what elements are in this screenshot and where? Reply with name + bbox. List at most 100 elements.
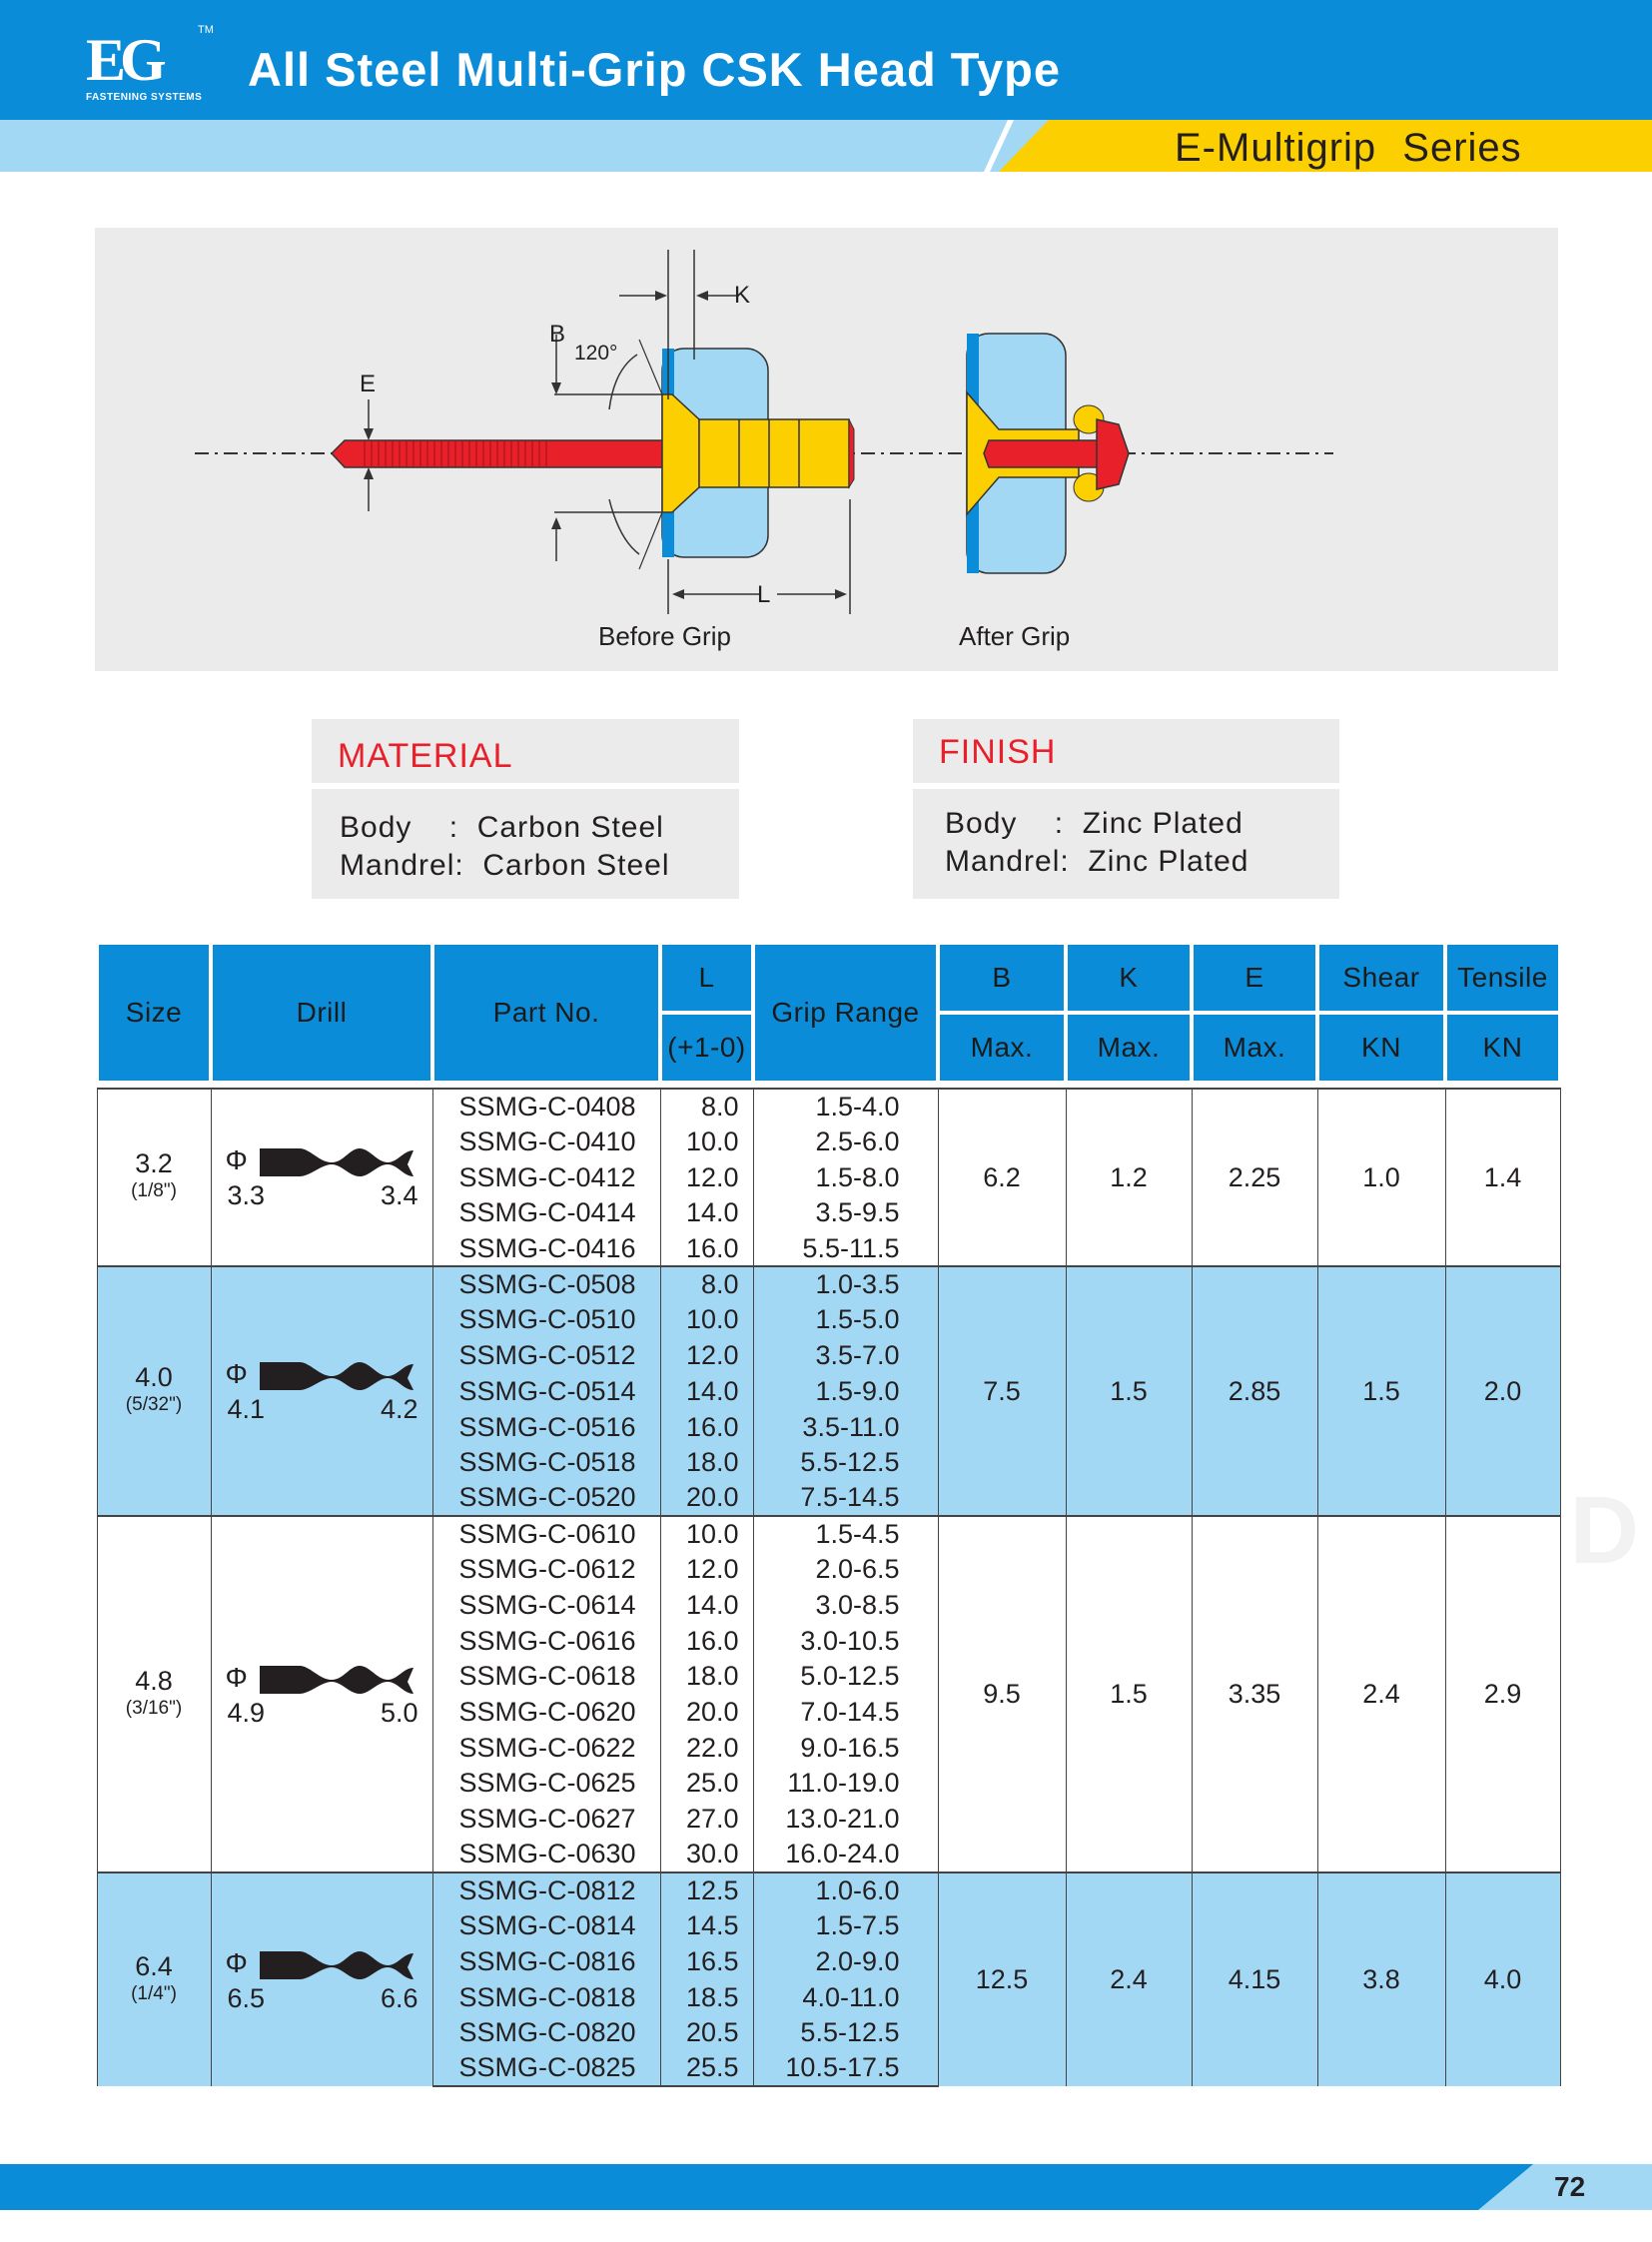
- before-grip-caption: Before Grip: [598, 621, 731, 651]
- length: 25.0: [659, 1766, 754, 1802]
- e-value: 3.35: [1191, 1515, 1318, 1873]
- grip-range: 2.0-9.0: [752, 1943, 939, 1980]
- b-value: 12.5: [937, 1871, 1067, 2087]
- grip-range: 7.5-14.5: [752, 1480, 939, 1517]
- size-cell: 4.0(5/32"): [96, 1265, 212, 1517]
- grip-range: 1.0-3.5: [752, 1265, 939, 1303]
- grip-range: 2.5-6.0: [752, 1123, 939, 1160]
- header-grip-range: Grip Range: [751, 941, 940, 1085]
- part-no: SSMG-C-0825: [431, 2050, 661, 2088]
- header-shear: Shear: [1315, 941, 1447, 1015]
- grip-range: 4.0-11.0: [752, 1979, 939, 2015]
- grip-range: 3.5-11.0: [752, 1409, 939, 1445]
- material-mandrel: Mandrel: Carbon Steel: [340, 849, 670, 882]
- length: 27.0: [659, 1801, 754, 1838]
- label-b: B: [549, 321, 565, 348]
- e-value: 2.25: [1191, 1087, 1318, 1267]
- part-no: SSMG-C-0618: [431, 1659, 661, 1695]
- k-value: 1.5: [1065, 1515, 1193, 1873]
- logo-subtitle: FASTENING SYSTEMS: [86, 92, 203, 103]
- grip-range: 3.5-7.0: [752, 1337, 939, 1374]
- size-inch: (3/16"): [125, 1697, 183, 1719]
- grip-range: 3.0-8.5: [752, 1587, 939, 1624]
- label-l: L: [757, 581, 770, 608]
- part-no: SSMG-C-0816: [431, 1943, 661, 1980]
- part-no: SSMG-C-0820: [431, 2014, 661, 2051]
- drill-min: 4.9: [227, 1697, 266, 1728]
- header-tensile: Tensile: [1443, 941, 1562, 1015]
- part-no: SSMG-C-0508: [431, 1265, 661, 1303]
- k-value: 2.4: [1065, 1871, 1193, 2087]
- part-no: SSMG-C-0625: [431, 1766, 661, 1802]
- spec-table: Size Drill Part No. L Grip Range B K E S…: [95, 941, 1562, 2088]
- length: 18.5: [659, 1979, 754, 2015]
- part-no: SSMG-C-0620: [431, 1694, 661, 1731]
- length: 20.0: [659, 1480, 754, 1517]
- length: 22.0: [659, 1730, 754, 1767]
- part-no: SSMG-C-0416: [431, 1230, 661, 1267]
- k-value: 1.5: [1065, 1265, 1193, 1517]
- length: 10.0: [659, 1302, 754, 1338]
- grip-range: 2.0-6.5: [752, 1551, 939, 1588]
- grip-range: 11.0-19.0: [752, 1766, 939, 1802]
- drill-min: 4.1: [227, 1394, 266, 1425]
- part-no: SSMG-C-0410: [431, 1123, 661, 1160]
- grip-range: 10.5-17.5: [752, 2050, 939, 2088]
- length: 10.0: [659, 1515, 754, 1552]
- header-l-tolerance: (+1-0): [658, 1011, 755, 1085]
- series-banner: [999, 120, 1652, 172]
- k-value: 1.2: [1065, 1087, 1193, 1267]
- phi-symbol: Φ: [225, 1661, 248, 1693]
- part-no: SSMG-C-0622: [431, 1730, 661, 1767]
- part-no: SSMG-C-0627: [431, 1801, 661, 1838]
- b-value: 6.2: [937, 1087, 1067, 1267]
- size-mm: 4.8: [135, 1665, 173, 1696]
- header-e: E: [1190, 941, 1319, 1015]
- drill-max: 4.2: [380, 1394, 418, 1425]
- size-cell: 4.8(3/16"): [96, 1515, 212, 1873]
- size-mm: 4.0: [135, 1362, 173, 1393]
- grip-range: 1.5-7.5: [752, 1907, 939, 1944]
- tensile-value: 1.4: [1444, 1087, 1561, 1267]
- drill-bit-icon: [259, 1665, 413, 1694]
- part-no: SSMG-C-0510: [431, 1302, 661, 1338]
- phi-symbol: Φ: [225, 1946, 248, 1978]
- material-body: Body : Carbon Steel: [340, 811, 664, 844]
- length: 12.0: [659, 1159, 754, 1196]
- length: 18.0: [659, 1659, 754, 1695]
- length: 20.5: [659, 2014, 754, 2051]
- length: 14.0: [659, 1373, 754, 1410]
- phi-symbol: Φ: [225, 1144, 248, 1176]
- grip-range: 5.5-11.5: [752, 1230, 939, 1267]
- length: 10.0: [659, 1123, 754, 1160]
- tensile-value: 2.0: [1444, 1265, 1561, 1517]
- material-panel: MATERIAL Body : Carbon Steel Mandrel: Ca…: [312, 719, 739, 899]
- shear-value: 3.8: [1316, 1871, 1446, 2087]
- finish-mandrel: Mandrel: Zinc Plated: [945, 845, 1249, 878]
- header-size: Size: [95, 941, 213, 1085]
- length: 12.0: [659, 1337, 754, 1374]
- finish-title: FINISH: [913, 719, 1339, 789]
- label-k: K: [734, 282, 750, 309]
- after-grip-caption: After Grip: [959, 621, 1071, 651]
- logo: EG FASTENING SYSTEMS TM: [86, 24, 214, 103]
- header-part-no: Part No.: [430, 941, 662, 1085]
- size-cell: 6.4(1/4"): [96, 1871, 212, 2087]
- e-value: 2.85: [1191, 1265, 1318, 1517]
- part-no: SSMG-C-0512: [431, 1337, 661, 1374]
- drill-min: 3.3: [227, 1180, 266, 1211]
- drill-max: 5.0: [380, 1697, 418, 1728]
- part-no: SSMG-C-0814: [431, 1907, 661, 1944]
- length: 18.0: [659, 1444, 754, 1481]
- part-no: SSMG-C-0614: [431, 1587, 661, 1624]
- shear-value: 1.5: [1316, 1265, 1446, 1517]
- size-inch: (1/8"): [131, 1180, 177, 1202]
- grip-range: 3.0-10.5: [752, 1623, 939, 1659]
